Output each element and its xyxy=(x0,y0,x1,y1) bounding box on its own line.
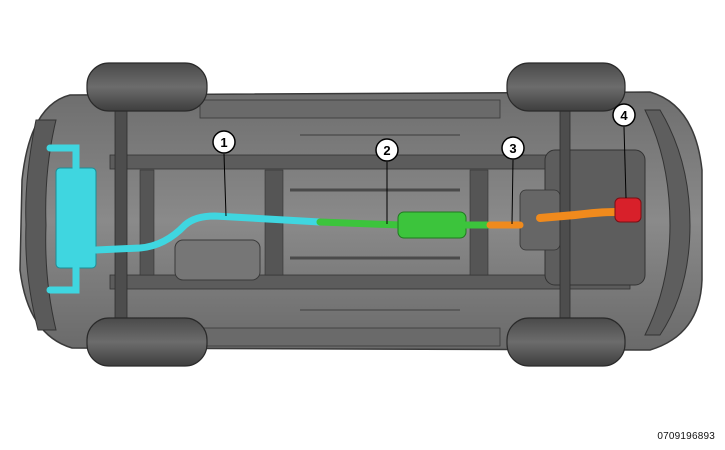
callout-3: 3 xyxy=(501,136,525,225)
catalytic-converter xyxy=(614,197,642,223)
callout-label: 3 xyxy=(509,141,516,156)
callout-1: 1 xyxy=(212,130,236,217)
tailpipe-upper xyxy=(46,144,80,172)
front-left-tire xyxy=(506,62,626,112)
vehicle-underbody xyxy=(19,91,703,351)
rocker-bottom xyxy=(199,327,501,347)
figure-id: 0709196893 xyxy=(657,431,715,442)
callout-label: 1 xyxy=(220,135,227,150)
leader-line xyxy=(511,159,514,225)
rear-left-tire xyxy=(86,62,208,112)
rear-right-tire xyxy=(86,317,208,367)
front-right-tire xyxy=(506,317,626,367)
muffler-inlet-pipe xyxy=(92,212,324,254)
cross-member xyxy=(139,169,155,276)
callout-circle xyxy=(212,130,236,154)
resonator-pipe xyxy=(316,218,404,229)
callout-circle xyxy=(375,138,399,162)
muffler xyxy=(55,167,97,269)
intermediate-pipe-front xyxy=(536,208,619,222)
callout-2: 2 xyxy=(375,138,399,224)
callout-label: 4 xyxy=(620,108,628,123)
callout-label: 2 xyxy=(383,143,390,158)
front-bumper xyxy=(644,109,691,336)
leader-line xyxy=(223,153,227,217)
tailpipe-lower xyxy=(46,264,80,294)
wheels xyxy=(86,62,626,367)
rear-bumper xyxy=(25,119,57,331)
resonator xyxy=(397,211,467,239)
leader-line xyxy=(623,126,627,199)
front-axle xyxy=(559,107,571,339)
callout-4: 4 xyxy=(612,103,636,199)
rocker-top xyxy=(199,99,501,119)
fuel-tank xyxy=(174,239,261,281)
exhaust-system xyxy=(46,144,642,294)
callout-circle xyxy=(612,103,636,127)
rear-axle xyxy=(114,107,128,339)
callout-circle xyxy=(501,136,525,160)
